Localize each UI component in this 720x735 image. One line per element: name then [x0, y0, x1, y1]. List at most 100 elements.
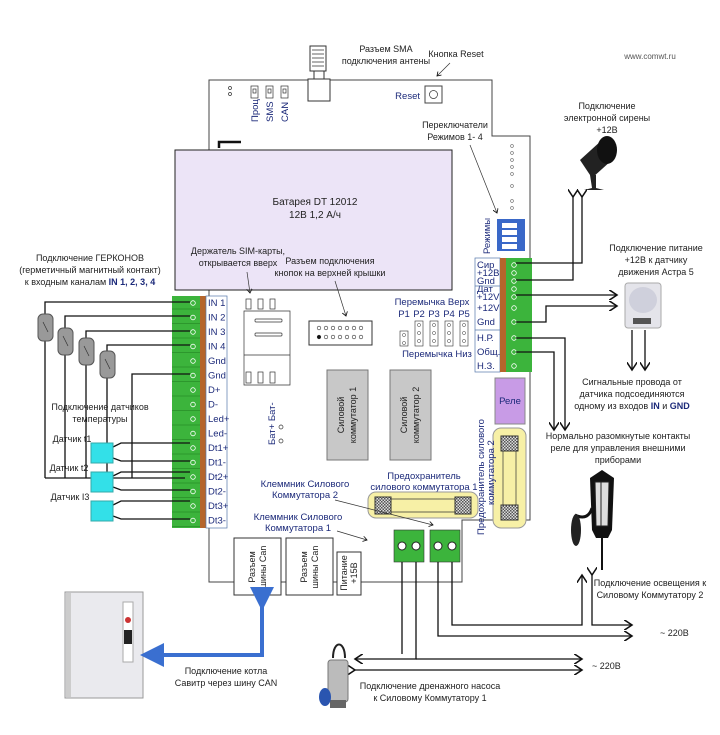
siren-label: +12В [596, 125, 617, 135]
reset-button[interactable] [424, 85, 443, 104]
terminal-screw [190, 488, 196, 495]
fuse-2 [492, 427, 527, 529]
light-label: Подключение освещения к [594, 578, 706, 588]
terminal-left: IN 4 [172, 342, 225, 353]
left-terminal-block [172, 295, 228, 529]
terminal-left: IN 3 [172, 327, 225, 339]
terminal-label: Dt2+ [208, 472, 229, 483]
terminal-right: Н.З. [477, 361, 517, 372]
terminal-label: Dt1+ [208, 443, 229, 454]
terminal-screw [190, 445, 196, 451]
jumper-name: P3 [428, 309, 440, 320]
power-switch-2-label: коммутатор 2 [411, 387, 421, 443]
terminal-1-label: Клеммник Силового [254, 512, 343, 523]
terminal-screw [190, 503, 196, 509]
reed-label-channels: IN 1, 2, 3, 4 [109, 277, 156, 287]
battery-label: Батарея DT 12012 [273, 197, 358, 208]
motion-label: +12В к датчику [625, 255, 688, 265]
relay-label: Реле [499, 396, 521, 407]
reed-switches [37, 313, 116, 379]
sma-label: подключения антены [342, 56, 430, 66]
sma-antenna-connector [307, 45, 331, 102]
terminal-label: Общ. [477, 347, 500, 358]
terminal-left: Gnd [172, 371, 226, 382]
terminal-right: +12V [477, 292, 517, 303]
jumper-bottom-label: Перемычка Низ [402, 349, 472, 360]
battery-terminals-label: Бат+ Бат- [267, 402, 278, 445]
terminal-left: IN 2 [172, 313, 225, 324]
terminal-left: Dt3+ [172, 501, 229, 513]
terminal-2-label: Клеммник Силового [261, 479, 350, 490]
sim-label: Держатель SIM-карты, [191, 246, 285, 256]
boiler-label: Савитр через шину CAN [175, 678, 277, 688]
sensor-label-t1: Датчик t1 [53, 434, 92, 444]
terminal-label: Led- [208, 429, 227, 440]
terminal-left: Dt2+ [172, 472, 229, 484]
fuse-1 [367, 491, 479, 519]
fuse-2-label: Предохранитель силового [476, 419, 487, 535]
power-terminal-1 [393, 529, 425, 563]
terminal-screw [190, 314, 196, 321]
siren-label: электронной сирены [564, 113, 650, 123]
terminal-label: Dt3- [208, 516, 226, 527]
terminal-screw [190, 430, 196, 437]
power-switch-1-label: коммутатор 1 [348, 387, 358, 443]
mode-dip-switch[interactable] [497, 219, 525, 251]
reed-label: Подключение ГЕРКОНОВ [36, 253, 144, 263]
lamp-image [571, 470, 614, 570]
boiler-image [64, 591, 144, 699]
battery-label: 12В 1,2 А/ч [289, 210, 341, 221]
terminal-screw [190, 517, 196, 524]
terminal-label: IN 3 [208, 327, 225, 338]
sim-label: открывается вверх [199, 258, 278, 268]
led-label-proc: Проц [250, 99, 261, 122]
temp-sensor-2 [90, 471, 114, 493]
buttons-connector [308, 320, 373, 346]
terminal-screw [190, 300, 196, 306]
relay-note: приборами [595, 455, 641, 465]
sma-label: Разъем SMA [359, 44, 412, 54]
terminal-left: Dt3- [172, 516, 226, 527]
sensor-label-t3: Датчик I3 [51, 492, 90, 502]
terminal-label: Сир [477, 260, 494, 271]
power-switch-2 [389, 369, 432, 461]
buttons-connector-label: Разъем подключения [285, 256, 374, 266]
buttons-connector-label: кнопок на верхней крышки [275, 268, 386, 278]
terminal-label: Н.Р. [477, 333, 494, 344]
terminal-label: Gnd [477, 317, 495, 328]
terminal-right: +12В [477, 268, 517, 279]
terminal-screw [511, 294, 517, 300]
can-connector-2 [285, 537, 334, 596]
power-switch-1-label: Силовой [336, 397, 346, 434]
jumper-p4[interactable] [444, 320, 454, 347]
temp-sensor-1 [90, 442, 114, 464]
jumper-p2[interactable] [414, 320, 424, 347]
terminal-label: Led+ [208, 414, 230, 425]
terminal-label: Н.З. [477, 361, 495, 372]
terminal-left: Gnd [172, 356, 226, 368]
jumper-p5[interactable] [459, 320, 469, 347]
sim-holder [243, 298, 291, 386]
power-switch-2-label: Силовой [399, 397, 409, 434]
terminal-screw [190, 343, 196, 350]
terminal-label: Dt1- [208, 458, 226, 469]
terminal-2-label: Коммутатора 2 [272, 490, 338, 501]
terminal-1-label: Коммутатора 1 [265, 523, 331, 534]
right-terminal-block [474, 257, 532, 373]
temp-label: Подключение датчиков [51, 402, 149, 412]
motion-sensor-image [624, 282, 662, 329]
jumper-p3[interactable] [429, 320, 439, 347]
terminal-left: Led- [172, 429, 227, 440]
terminal-label: IN 2 [208, 313, 225, 324]
led-label-sms: SMS [265, 101, 276, 122]
reed-label-prefix: к входным каналам [25, 277, 106, 287]
jumper-p1[interactable] [399, 330, 409, 347]
temp-sensor-3 [90, 500, 114, 522]
jumper-name: P4 [443, 309, 455, 320]
reed-switch-wires [44, 301, 190, 479]
can-connector-1 [233, 537, 282, 596]
reset-callout: Кнопка Reset [428, 49, 484, 59]
temp-sensor-wires [112, 442, 190, 520]
jumper-name: P1 [398, 309, 410, 320]
